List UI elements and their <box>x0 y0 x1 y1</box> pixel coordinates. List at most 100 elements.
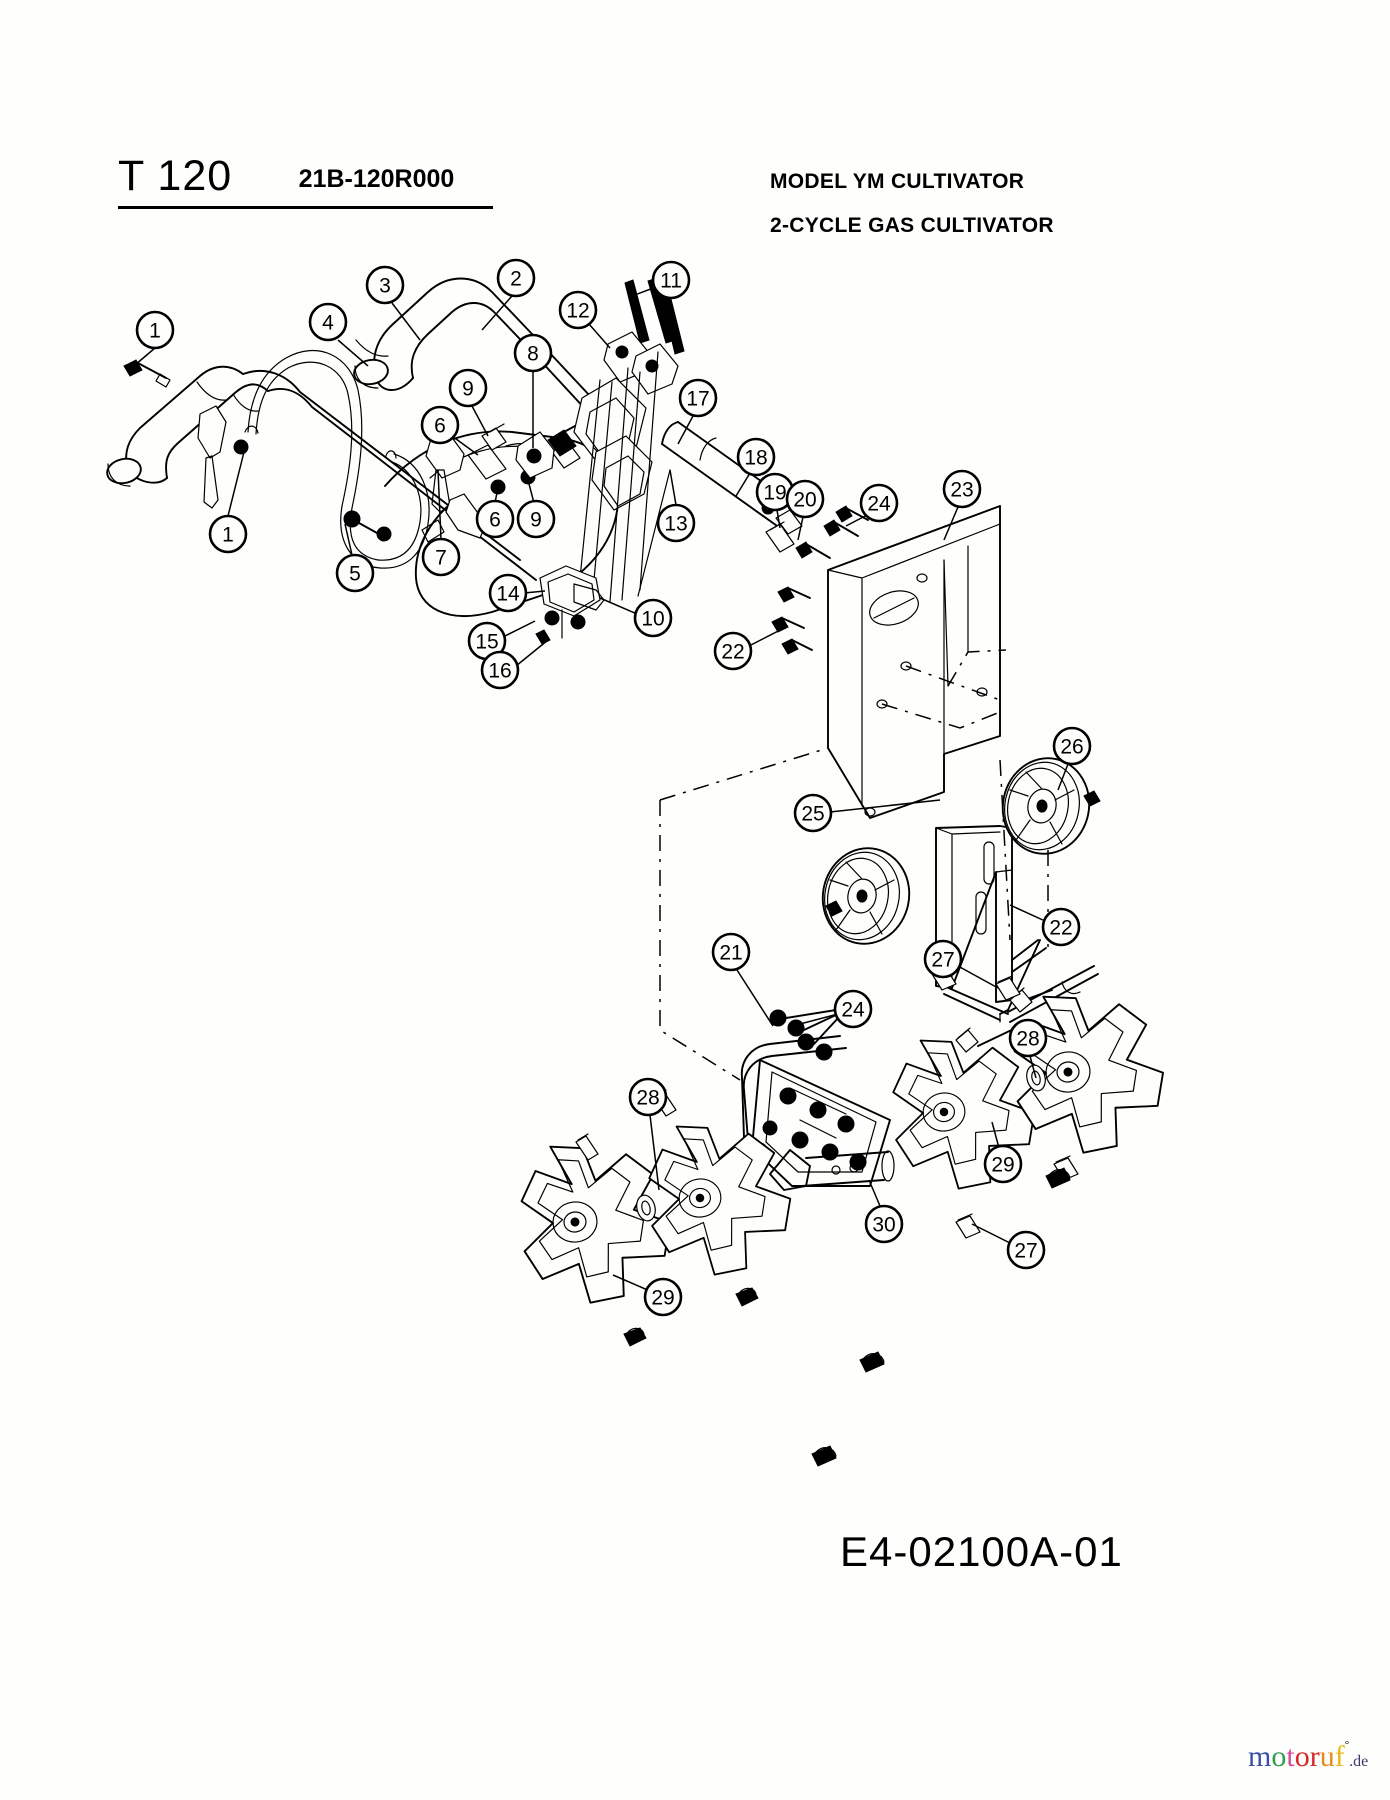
callout-20: 20 <box>785 479 825 541</box>
wheel-right <box>1001 757 1101 855</box>
callout-number: 26 <box>1060 736 1083 759</box>
callout-number: 18 <box>744 447 767 470</box>
callout-27: 27 <box>971 1223 1046 1270</box>
callout-2: 2 <box>481 258 536 331</box>
callout-leader <box>649 1114 660 1191</box>
callout-leader <box>776 509 781 529</box>
callout-24: 24 <box>799 989 873 1029</box>
callout-number: 27 <box>1014 1240 1037 1263</box>
callout-number: 25 <box>801 803 824 826</box>
callout-22: 22 <box>713 625 789 671</box>
callout-leader <box>515 639 549 667</box>
callout-number: 4 <box>322 312 334 335</box>
callout-number: 15 <box>475 631 498 654</box>
callout-leader <box>612 1274 651 1292</box>
watermark-letters: motoruf <box>1248 1742 1345 1772</box>
callout-1: 1 <box>208 447 248 554</box>
callout-number: 9 <box>530 509 542 532</box>
callout-number: 24 <box>867 493 891 516</box>
callout-23: 23 <box>942 469 982 541</box>
callout-15: 15 <box>467 620 536 661</box>
callout-leader <box>669 469 677 506</box>
callout-number: 6 <box>434 415 446 438</box>
drawing-code: E4-02100A-01 <box>840 1528 1123 1575</box>
callout-leader <box>391 302 421 341</box>
callout-number: 12 <box>566 300 589 323</box>
callout-leader <box>971 1223 1013 1245</box>
callout-29: 29 <box>983 1121 1023 1184</box>
callout-bubble <box>678 378 718 418</box>
watermark-mark: ° <box>1344 1739 1350 1751</box>
callout-bubble <box>942 469 982 509</box>
model-number: 21B-120R000 <box>298 165 455 193</box>
callout-leader <box>868 1179 881 1207</box>
callout-number: 7 <box>435 547 447 570</box>
callout-leader <box>588 323 611 349</box>
callout-number: 23 <box>950 479 973 502</box>
callout-bubble <box>208 514 248 554</box>
callout-number: 1 <box>222 524 234 547</box>
callout-bubble <box>633 598 673 638</box>
callout-number: 27 <box>931 949 954 972</box>
callout-number: 21 <box>719 942 742 965</box>
wheel-left <box>821 847 911 945</box>
callout-number: 3 <box>379 275 391 298</box>
callout-11: 11 <box>631 260 691 300</box>
callout-28: 28 <box>628 1077 668 1191</box>
callout-bubble <box>480 650 520 690</box>
callout-bubble <box>1052 726 1092 766</box>
callout-leader <box>527 479 535 504</box>
callout-bubble <box>864 1204 904 1244</box>
callout-leader <box>471 405 489 437</box>
header-right: MODEL YM CULTIVATOR 2-CYCLE GAS CULTIVAT… <box>770 170 1190 238</box>
callout-bubble <box>365 265 405 305</box>
callout-leader <box>748 625 789 647</box>
callout-19: 19 <box>755 472 795 529</box>
callout-24: 24 <box>845 483 899 527</box>
callout-leader <box>1029 1055 1037 1079</box>
callout-leader <box>957 965 999 989</box>
callout-leader <box>829 799 941 813</box>
callout-number: 1 <box>149 320 161 343</box>
watermark-tld: .de <box>1349 1753 1369 1770</box>
watermark-letter: m <box>1248 1740 1272 1773</box>
callout-leader <box>797 516 804 541</box>
throttle-cable <box>244 349 430 569</box>
machine-type-label: 2-CYCLE GAS CULTIVATOR <box>770 214 1054 237</box>
callout-leader <box>735 472 751 497</box>
callout-bubble <box>558 290 598 330</box>
callout-16: 16 <box>480 639 549 690</box>
watermark-letter: o <box>1294 1740 1310 1773</box>
callout-number: 22 <box>721 641 744 664</box>
lower-cable-clamp <box>535 565 605 645</box>
callout-number: 29 <box>991 1154 1014 1177</box>
callout-9: 9 <box>516 479 556 539</box>
header-left: T 120 21B-120R000 <box>118 155 454 198</box>
callout-leader <box>481 295 513 331</box>
callout-bubble <box>448 368 488 408</box>
callout-bubble <box>833 989 873 1029</box>
callout-bubble <box>628 1077 668 1117</box>
callout-3: 3 <box>365 265 421 341</box>
callout-bubble <box>488 573 528 613</box>
callout-22: 22 <box>1009 904 1081 947</box>
callout-bubble <box>983 1144 1023 1184</box>
callout-leader <box>451 435 479 456</box>
callout-bubble <box>516 499 556 539</box>
callout-number: 22 <box>1049 917 1072 940</box>
callout-bubble <box>1006 1230 1046 1270</box>
callout-leader <box>344 523 353 556</box>
callout-leader <box>502 620 536 638</box>
callout-27: 27 <box>923 939 999 989</box>
callout-number: 20 <box>793 489 816 512</box>
callout-9: 9 <box>448 368 489 437</box>
callout-leader <box>437 469 442 540</box>
callout-25: 25 <box>793 793 941 833</box>
hardware-left <box>123 359 392 542</box>
callout-6: 6 <box>420 405 479 456</box>
callout-number: 28 <box>1016 1028 1039 1051</box>
callout-30: 30 <box>864 1179 904 1244</box>
